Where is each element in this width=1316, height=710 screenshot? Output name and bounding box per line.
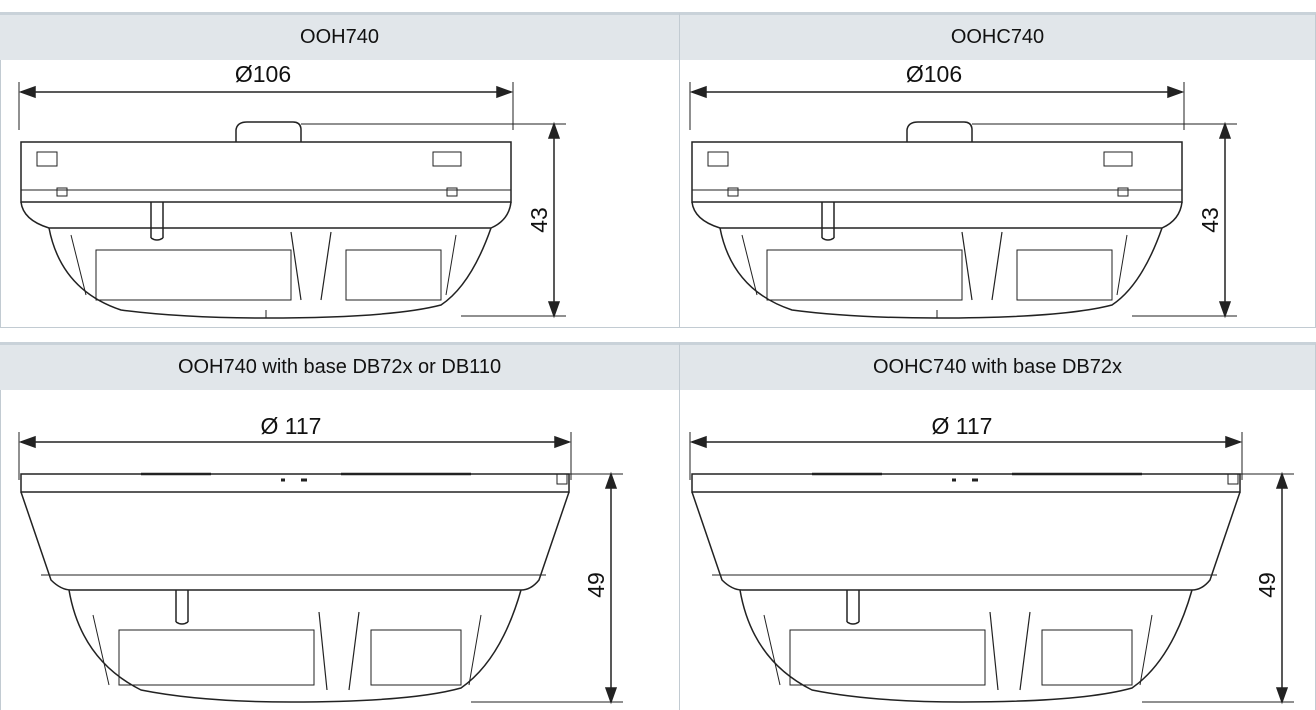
panel-header-ooh740: OOH740 [0,12,680,60]
panel-title: OOH740 with base DB72x or DB110 [177,356,502,378]
drawing-oohc740: Ø106 43 [689,61,1237,319]
drawing-oohc740-with-base: Ø 117 49 [689,413,1294,705]
drawing-ooh740-with-base: Ø 117 49 [18,413,623,705]
panel-header-ooh740-base: OOH740 with base DB72x or DB110 [0,342,680,390]
detector-drawing [689,432,1294,705]
height-label: 49 [583,572,609,598]
height-label: 43 [526,207,552,233]
height-label: 43 [1197,207,1223,233]
panel-title: OOHC740 [950,26,1045,48]
panel-title: OOHC740 with base DB72x [872,356,1122,378]
diameter-label: Ø 117 [932,413,993,439]
bottom-row: OOH740 with base DB72x or DB110 OOHC740 … [0,342,1316,710]
panel-oohc740: Ø106 43 [680,60,1316,328]
height-label: 49 [1254,572,1280,598]
detector-drawing [689,82,1237,319]
panel-oohc740-with-base: Ø 117 49 [680,390,1316,710]
detector-drawing [18,82,566,319]
top-row: OOH740 OOHC740 [0,12,1316,328]
panel-ooh740: Ø106 43 [0,60,680,328]
diameter-label: Ø 117 [261,413,322,439]
panel-header-oohc740-base: OOHC740 with base DB72x [680,342,1316,390]
diameter-label: Ø106 [235,61,291,87]
detector-drawing [18,432,623,705]
panel-header-oohc740: OOHC740 [680,12,1316,60]
panel-ooh740-with-base: Ø 117 49 [0,390,680,710]
panel-title: OOH740 [300,26,379,48]
diameter-label: Ø106 [906,61,962,87]
drawing-ooh740: Ø106 43 [18,61,566,319]
